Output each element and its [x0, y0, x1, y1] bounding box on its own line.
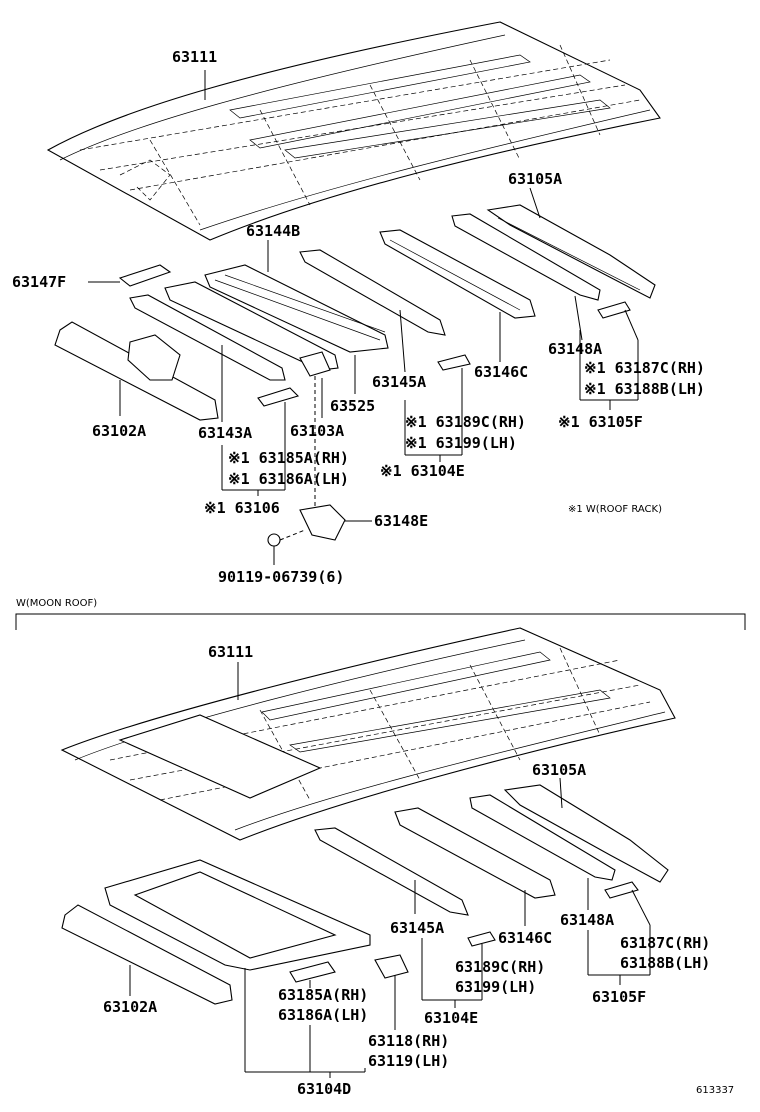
rail-144b-top	[204, 264, 389, 353]
label-63106-top: ※1 63106	[204, 499, 280, 517]
label-63118-bottom: 63118(RH)	[368, 1032, 449, 1050]
roof-rack-note: ※1 W(ROOF RACK)	[568, 504, 662, 515]
roof-panel-moon	[60, 627, 676, 841]
bracket-185a-top	[257, 387, 300, 407]
rail-145-bottom	[314, 827, 469, 916]
label-63525-top: 63525	[330, 397, 375, 415]
rail-145-top	[299, 249, 446, 336]
label-bolt: 90119-06739(6)	[218, 568, 344, 586]
bracket-189c-top	[437, 354, 471, 371]
label-63111-bottom: 63111	[208, 643, 253, 661]
label-63104E-bottom: 63104E	[424, 1009, 478, 1027]
front-header-bottom	[61, 904, 233, 1005]
label-63146C-bottom: 63146C	[498, 929, 552, 947]
rear-header-bottom	[503, 784, 669, 883]
bracket-147f-top	[118, 264, 172, 287]
label-63104E-top: ※1 63104E	[380, 462, 465, 480]
label-63145A-top: 63145A	[372, 373, 426, 391]
label-63186A-top: ※1 63186A(LH)	[228, 470, 349, 488]
label-63102A-bottom: 63102A	[103, 998, 157, 1016]
label-63146C-top: 63146C	[474, 363, 528, 381]
label-63147F-top: 63147F	[12, 273, 66, 291]
bracket-187c-top	[597, 301, 631, 319]
front-header-top	[54, 321, 219, 421]
roof-panel-top	[46, 21, 661, 241]
label-63105F-bottom: 63105F	[592, 988, 646, 1006]
rail-148-top	[451, 213, 601, 301]
label-63144B-top: 63144B	[246, 222, 300, 240]
label-63188B-top: ※1 63188B(LH)	[584, 380, 705, 398]
bow-525-top	[164, 281, 339, 371]
label-63104D-bottom: 63104D	[297, 1080, 351, 1098]
label-63143A-top: 63143A	[198, 424, 252, 442]
label-63199-top: ※1 63199(LH)	[405, 434, 517, 452]
label-63199-bottom: 63199(LH)	[455, 978, 536, 996]
bow-143-top	[129, 294, 286, 381]
label-63148E-top: 63148E	[374, 512, 428, 530]
label-63186A-bottom: 63186A(LH)	[278, 1006, 368, 1024]
label-63148A-bottom: 63148A	[560, 911, 614, 929]
rail-146-top	[379, 229, 536, 319]
label-63102A-top: 63102A	[92, 422, 146, 440]
bracket-185a-bottom	[289, 961, 336, 983]
label-63148A-top: 63148A	[548, 340, 602, 358]
label-63189C-top: ※1 63189C(RH)	[405, 413, 526, 431]
bolt-icon	[267, 533, 281, 547]
bracket-118-bottom	[374, 954, 409, 979]
label-63145A-bottom: 63145A	[390, 919, 444, 937]
label-63188B-bottom: 63188B(LH)	[620, 954, 710, 972]
label-63187C-bottom: 63187C(RH)	[620, 934, 710, 952]
bracket-148e-top	[299, 504, 346, 541]
section-bracket	[15, 613, 746, 630]
label-63103A-top: 63103A	[290, 422, 344, 440]
label-63105F-top: ※1 63105F	[558, 413, 643, 431]
section-label-moon-roof: W(MOON ROOF)	[16, 598, 97, 609]
rail-148-bottom	[469, 794, 616, 881]
figure-id: 613337	[696, 1085, 734, 1096]
label-63185A-top: ※1 63185A(RH)	[228, 449, 349, 467]
moonroof-frame	[104, 859, 371, 971]
label-63111-top: 63111	[172, 48, 217, 66]
reinforce-103-top	[299, 351, 331, 377]
label-63105A-top: 63105A	[508, 170, 562, 188]
label-63105A-bottom: 63105A	[532, 761, 586, 779]
label-63119-bottom: 63119(LH)	[368, 1052, 449, 1070]
label-63187C-top: ※1 63187C(RH)	[584, 359, 705, 377]
rear-header-top	[486, 204, 656, 299]
bracket-189c-bottom	[467, 931, 496, 947]
label-63189C-bottom: 63189C(RH)	[455, 958, 545, 976]
bracket-187c-bottom	[604, 881, 639, 899]
rail-146-bottom	[394, 807, 556, 899]
label-63185A-bottom: 63185A(RH)	[278, 986, 368, 1004]
